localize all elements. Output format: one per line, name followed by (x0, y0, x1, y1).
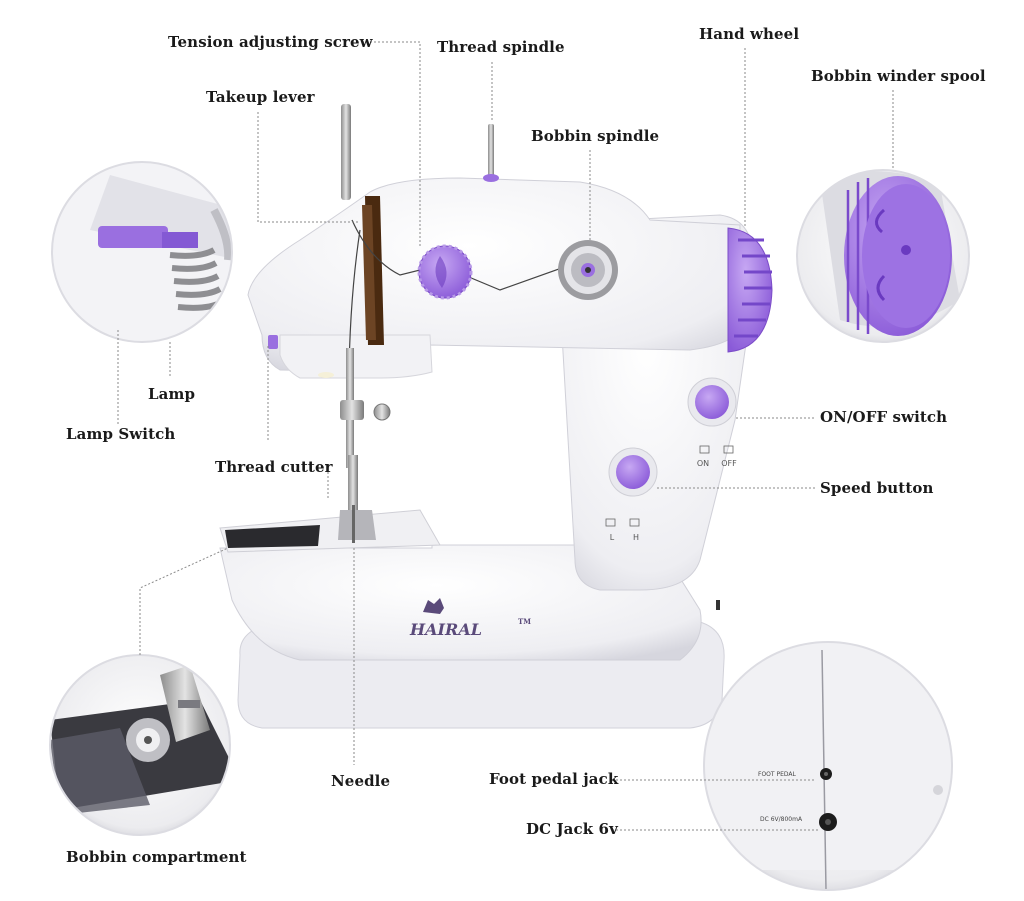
label-bobbin-spindle: Bobbin spindle (531, 127, 660, 145)
machine-body (219, 177, 753, 729)
switch-off-text: OFF (721, 459, 737, 468)
label-lamp-switch: Lamp Switch (66, 425, 176, 443)
label-needle: Needle (331, 772, 391, 790)
label-thread-cutter: Thread cutter (215, 458, 333, 476)
speed-low-text: L (610, 533, 615, 542)
lamp-switch (268, 335, 278, 349)
label-bobbin-compartment: Bobbin compartment (66, 848, 247, 866)
tall-spindle (341, 104, 351, 200)
label-dc-jack: DC Jack 6v (526, 820, 618, 838)
label-speed-button: Speed button (820, 479, 934, 497)
switch-on-text: ON (697, 459, 709, 468)
label-tension-adjusting-screw: Tension adjusting screw (168, 33, 373, 51)
speed-button: L H (605, 447, 658, 542)
machine-head (279, 334, 433, 379)
inset-jack-panel: FOOT PEDAL DC 6V/800mA (703, 641, 953, 891)
label-bobbin-winder-spool: Bobbin winder spool (811, 67, 986, 85)
plate-slot (225, 525, 320, 548)
bobbin-spindle (558, 240, 618, 300)
takeup-lever (362, 205, 376, 340)
onoff-switch: ON OFF (687, 377, 737, 468)
label-lamp: Lamp (148, 385, 196, 403)
tension-knob (417, 244, 473, 300)
brand-text: HAIRAL (409, 620, 482, 639)
label-takeup-lever: Takeup lever (206, 88, 315, 106)
foot-pedal-text: FOOT PEDAL (758, 771, 796, 778)
label-foot-pedal-jack: Foot pedal jack (489, 770, 619, 788)
inset-lamp (51, 161, 233, 343)
label-onoff-switch: ON/OFF switch (820, 408, 948, 426)
inset-bobbin-compartment (49, 654, 231, 836)
inset-bobbin-winder (796, 169, 970, 343)
lamp-bulb (318, 372, 334, 378)
thread-spindle-cap (483, 174, 499, 182)
label-hand-wheel: Hand wheel (699, 25, 800, 43)
dc-text: DC 6V/800mA (760, 816, 803, 823)
brand-tm: TM (518, 617, 531, 626)
label-thread-spindle: Thread spindle (437, 38, 565, 56)
hand-wheel (727, 227, 773, 353)
brand-logo: HAIRAL TM (409, 598, 531, 639)
side-jack (716, 600, 720, 610)
needle-assembly (338, 348, 391, 543)
leader-lines (117, 41, 894, 831)
speed-high-text: H (633, 533, 639, 542)
thread-spindle-pin (488, 124, 494, 178)
